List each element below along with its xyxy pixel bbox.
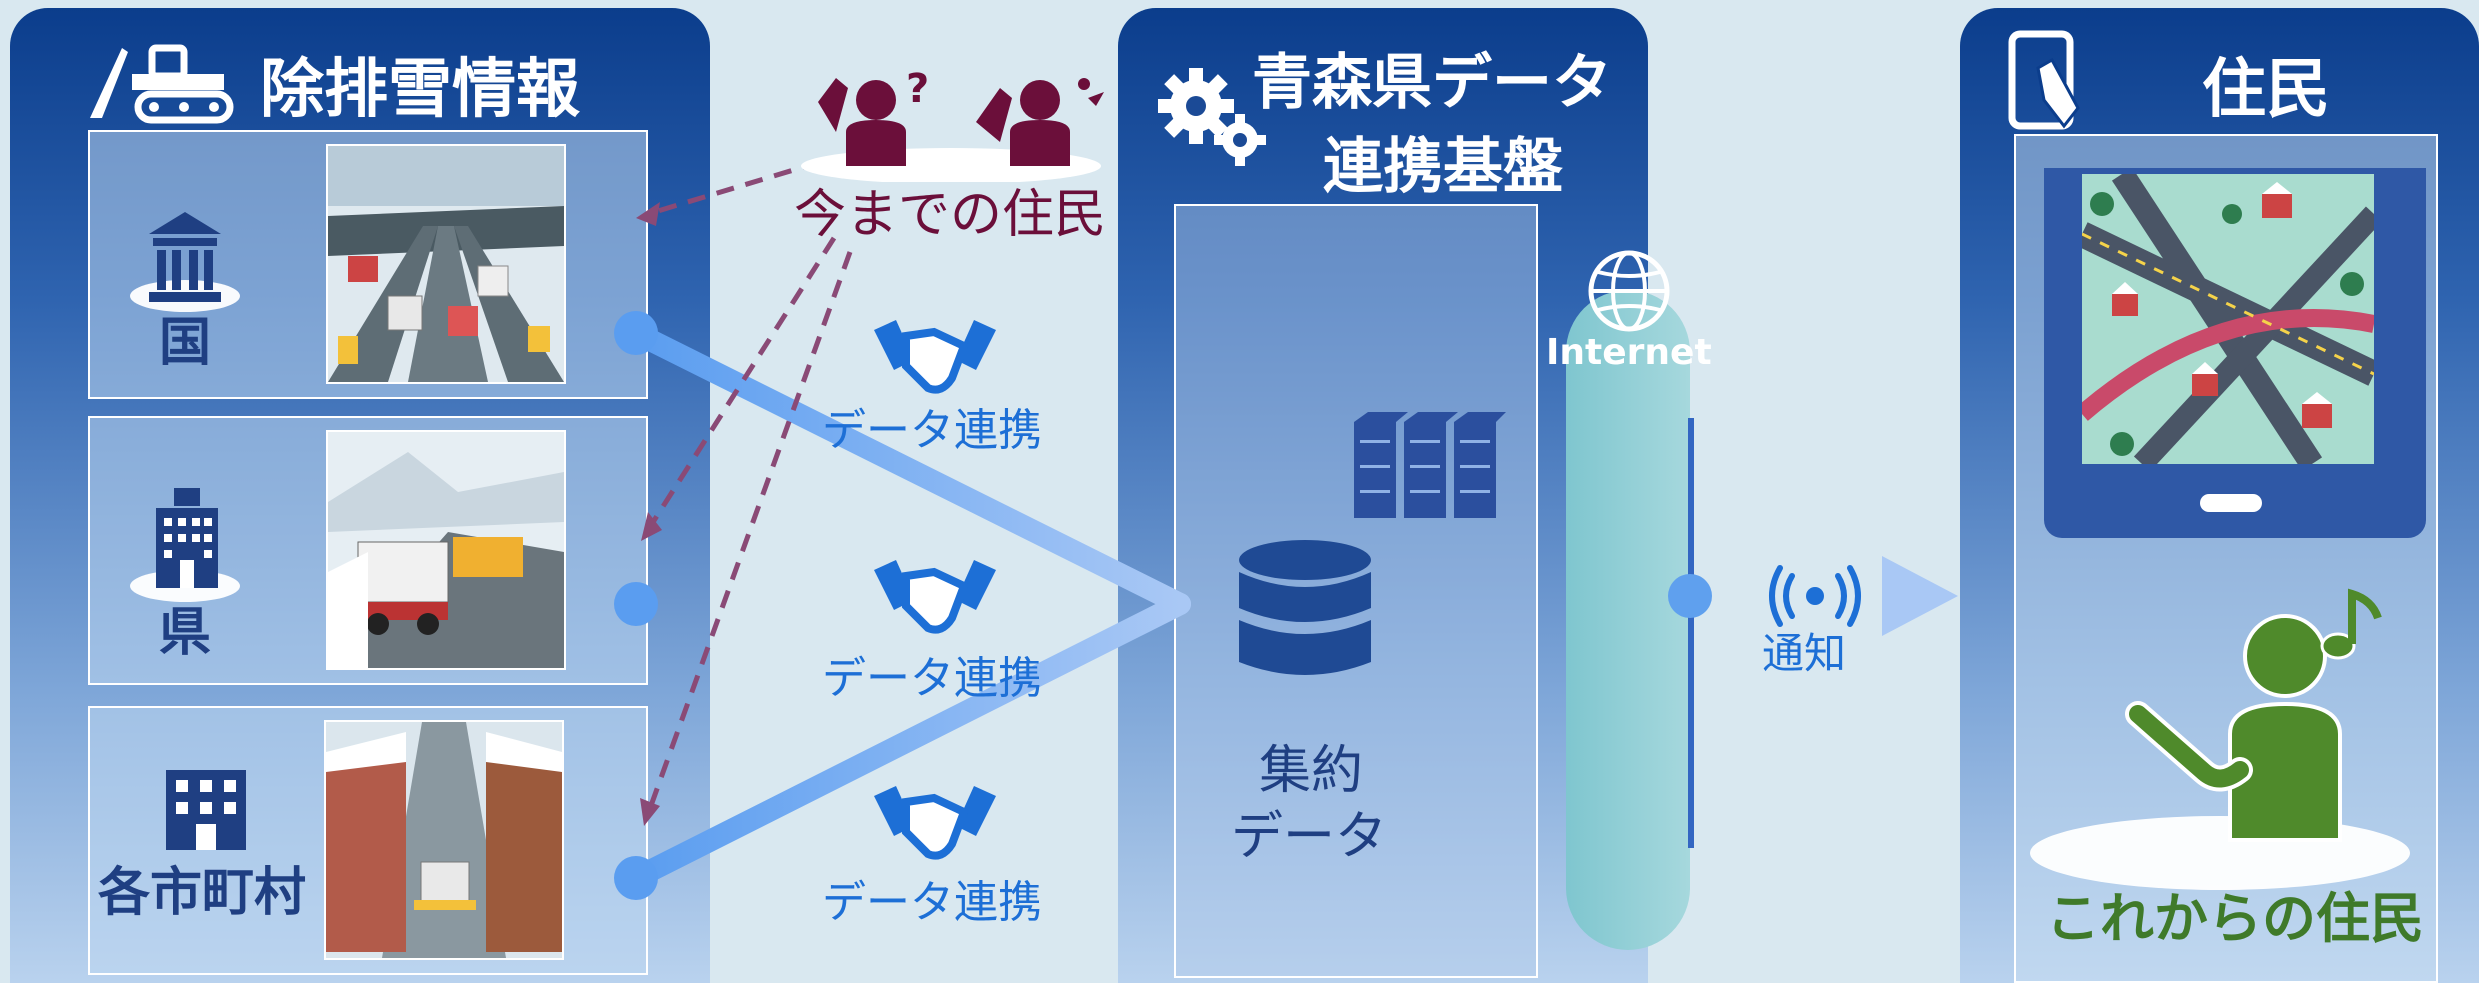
resident-shadow [2030,816,2410,890]
bulldozer-icon [90,44,234,124]
snow-info-panel: 除排雪情報 国 [10,8,710,983]
music-note-icon [2320,588,2382,660]
future-resident-label: これからの住民 [2046,887,2424,950]
gears-icon [1158,68,1266,166]
data-link-label-3: データ連携 [822,877,1042,928]
source-municipality-label: 各市町村 [97,863,306,923]
source-municipality: 各市町村 [88,706,648,975]
smartphone-hand-icon [2008,30,2080,130]
aggregated-data-label-line1: 集約 [1258,741,1363,801]
confused-residents-icon: ? [801,66,1104,182]
source-national: 国 [88,130,648,399]
flow-node-prefecture [614,582,658,626]
snow-map-image [2082,174,2374,464]
handshake-icon [874,560,996,634]
notify-label: 通知 [1762,629,1847,678]
platform-title-line2: 連携基盤 [1323,132,1563,202]
smartphone-home-button[interactable] [2200,494,2262,512]
handshake-icon [874,786,996,860]
internet-connector-line [1688,418,1694,848]
database-icon [1239,540,1371,675]
happy-resident-icon [2125,614,2342,842]
internet-label: Internet [1546,332,1712,373]
flow-node-municipality [614,856,658,900]
notify-arrowhead [1882,556,1958,636]
source-prefecture-label: 県 [158,603,211,663]
residents-title: 住民 [2202,53,2330,127]
server-rack-icon [1354,412,1506,518]
platform-title-line1: 青森県データ [1252,48,1612,118]
residents-panel: 住民 これからの住民 [1960,8,2479,983]
highway-snow-image [326,144,566,384]
internet-pipe [1566,290,1690,950]
government-building-icon [149,212,221,302]
town-snow-image [324,720,564,960]
prefecture-office-icon [156,488,218,588]
globe-icon [1588,250,1670,332]
flow-node-national [614,311,658,355]
snow-info-title: 除排雪情報 [260,53,580,127]
past-resident-dashed-arrows [645,159,853,815]
source-national-label: 国 [158,313,211,373]
snowplow-truck-image [326,430,566,670]
data-platform-panel: 青森県データ 連携基盤 集約 データ Internet [1118,8,1712,983]
data-link-label-1: データ連携 [822,405,1042,456]
municipal-building-icon [166,770,246,850]
svg-text:?: ? [906,66,929,112]
source-prefecture: 県 [88,416,648,685]
aggregated-data-label-line2: データ [1230,807,1387,867]
wireless-signal-icon [1769,565,1861,627]
handshake-icon [874,320,996,394]
data-link-label-2: データ連携 [822,653,1042,704]
past-residents-label: 今までの住民 [794,185,1107,245]
